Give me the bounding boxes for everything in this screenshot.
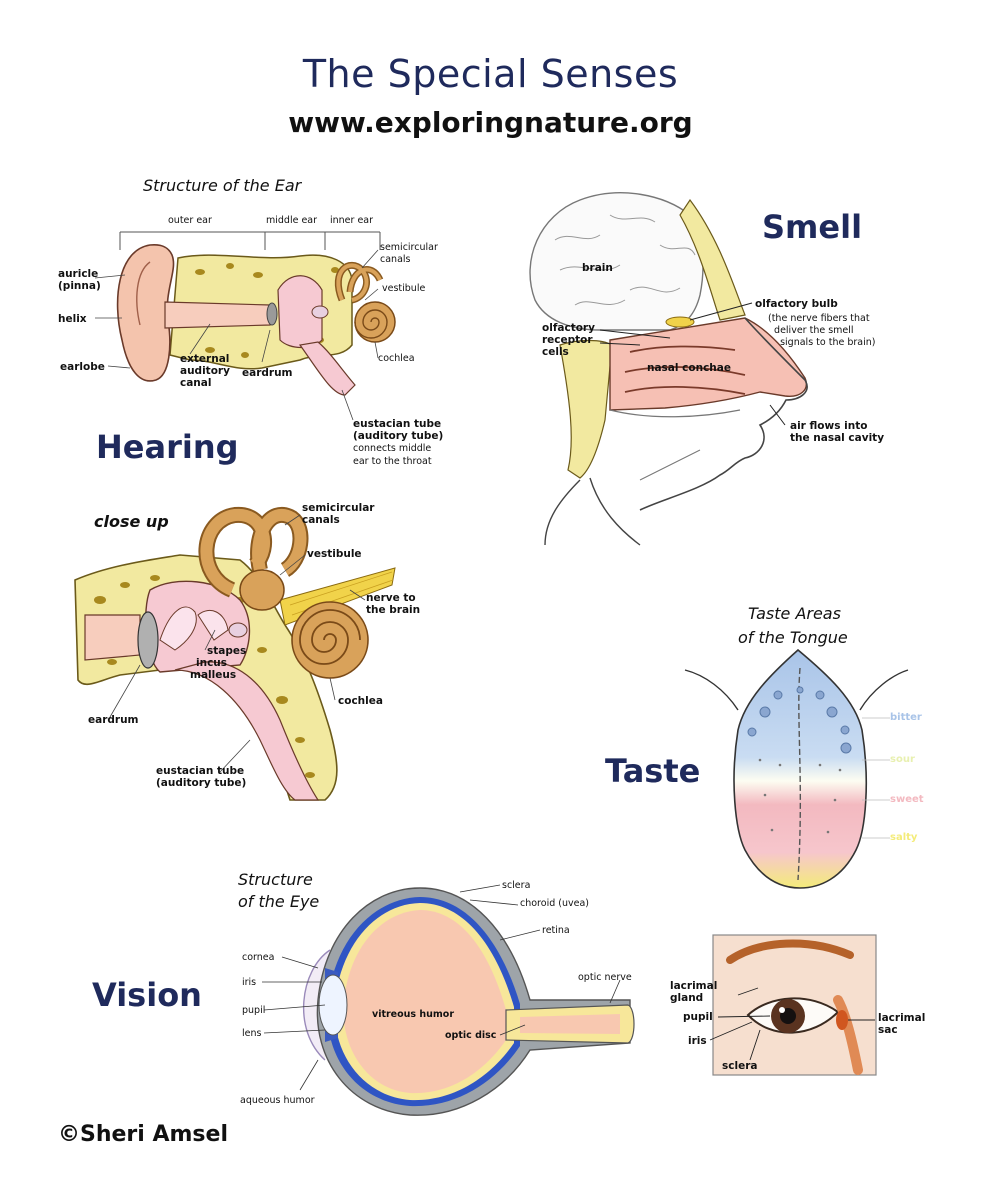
taste-label-sour: sour [890,754,915,765]
closeup-label-incus: incus [196,657,228,669]
eye-title-line-2: of the Eye [238,892,320,911]
label-pupil-external: pupil [683,1011,713,1023]
closeup-label-eustacian: eustacian tube(auditory tube) [156,765,247,789]
eye-cross-section-illustration [262,884,635,1116]
copyright: ©Sheri Amsel [58,1122,228,1147]
label-helix: helix [58,313,87,325]
label-inner-ear: inner ear [330,215,374,226]
label-aqueous-humor: aqueous humor [240,1095,315,1106]
label-auricle: auricle(pinna) [58,268,101,292]
label-cochlea: cochlea [378,353,415,364]
label-sclera-external: sclera [722,1060,758,1072]
tongue-illustration [684,648,909,889]
taste-title-line-1: Taste Areas [748,604,841,623]
label-optic-nerve: optic nerve [578,972,632,983]
ear-closeup-illustration [74,506,396,801]
heading-smell: Smell [762,208,863,246]
label-iris-external: iris [688,1035,707,1047]
label-outer-ear: outer ear [168,215,212,226]
label-olfactory-bulb: olfactory bulb [755,298,838,310]
label-retina: retina [542,925,570,936]
taste-label-sweet: sweet [890,794,924,805]
ear-structure-illustration [94,231,396,421]
heading-hearing: Hearing [96,428,239,466]
label-cornea: cornea [242,952,275,963]
label-eustacian-tube: eustacian tube(auditory tube)connects mi… [353,418,444,467]
label-choroid: choroid (uvea) [520,898,589,909]
smell-head-illustration [529,192,808,546]
closeup-label-eardrum: eardrum [88,714,139,726]
heading-vision: Vision [92,976,202,1014]
taste-title-line-2: of the Tongue [738,628,848,647]
label-earlobe: earlobe [60,361,105,373]
website-url: www.exploringnature.org [288,106,693,139]
external-eye-illustration [709,934,877,1076]
taste-label-salty: salty [890,832,918,843]
label-eardrum: eardrum [242,367,293,379]
eye-title-line-1: Structure [238,870,313,889]
closeup-label-vestibule: vestibule [307,548,362,560]
label-vitreous-humor: vitreous humor [372,1009,455,1020]
heading-taste: Taste [605,752,701,790]
closeup-label-cochlea: cochlea [338,695,383,707]
closeup-title: close up [94,512,169,531]
label-middle-ear: middle ear [266,215,318,226]
label-pupil: pupil [242,1005,266,1016]
ear-structure-title: Structure of the Ear [143,176,302,195]
label-lens: lens [242,1028,262,1039]
label-vestibule: vestibule [382,283,426,294]
label-optic-disc: optic disc [445,1030,497,1041]
taste-label-bitter: bitter [890,712,922,723]
label-iris: iris [242,977,257,988]
label-olfactory-bulb-note: (the nerve fibers that deliver the smell… [768,313,876,348]
label-sclera: sclera [502,880,531,891]
label-brain: brain [582,262,613,274]
page-title: The Special Senses [302,52,679,96]
label-nasal-conchae: nasal conchae [647,362,731,374]
closeup-label-malleus: malleus [190,669,237,681]
closeup-label-stapes: stapes [207,645,247,657]
